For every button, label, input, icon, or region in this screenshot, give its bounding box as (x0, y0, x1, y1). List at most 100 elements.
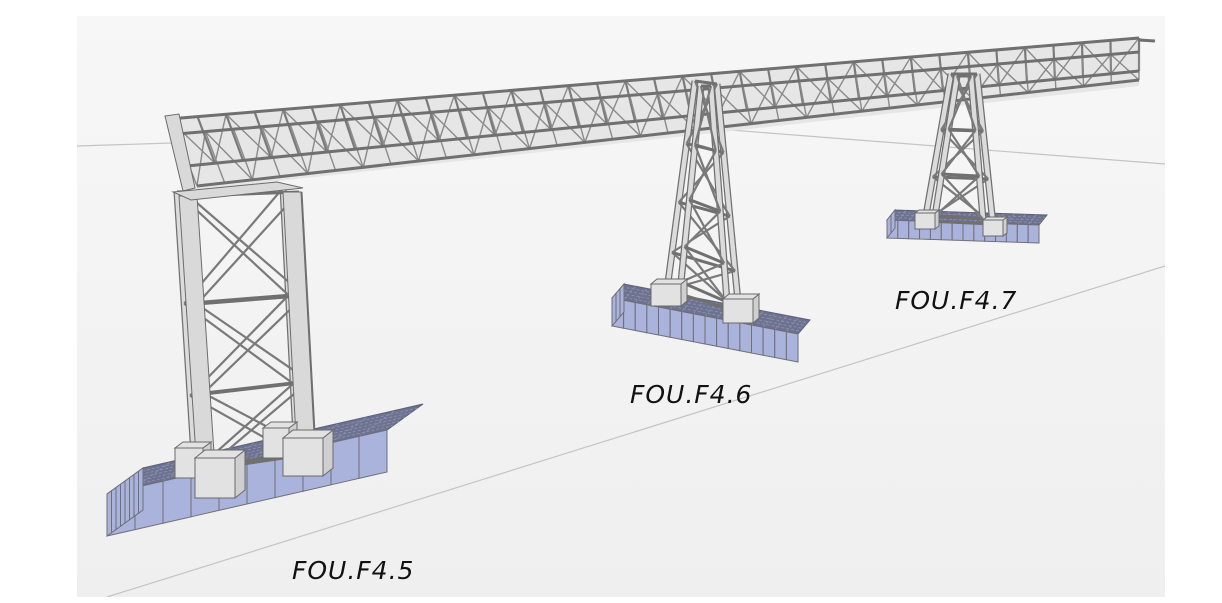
truss-body (169, 38, 1139, 190)
truss-vertical-inner (232, 128, 254, 181)
ground-line-front (106, 265, 1165, 597)
tower-x-brace (683, 246, 728, 303)
pedestal-top (261, 421, 299, 429)
foundation-block (890, 208, 896, 235)
truss-diagonal (1024, 47, 1056, 80)
tower-x-brace (688, 150, 717, 201)
model-viewport[interactable]: FOU.F4.5 FOU.F4.6 FOU.F4.7 (77, 16, 1165, 597)
truss-vertical-inner (204, 131, 226, 184)
truss-vertical-inner (544, 102, 558, 146)
truss-vertical (196, 116, 217, 164)
truss-diagonal (567, 85, 608, 125)
truss-diagonal (827, 78, 863, 112)
foundation-block (133, 470, 139, 518)
pedestal (282, 437, 324, 477)
foundation-block (886, 213, 892, 240)
truss-diagonal (1083, 53, 1112, 87)
foundation-grid (112, 425, 394, 491)
truss-vertical-inner (911, 71, 919, 106)
truss-diagonal (307, 121, 320, 174)
tower-x-brace (947, 75, 973, 130)
foundation-block (330, 435, 360, 486)
truss-diagonal (487, 106, 530, 150)
truss-diagonal (417, 112, 433, 162)
tower-horizontal (694, 79, 718, 86)
foundation-grid (1006, 213, 1015, 225)
tower-leg-face (968, 75, 986, 220)
truss-vertical (367, 101, 385, 147)
truss-vertical-inner (317, 121, 337, 171)
truss-vertical-inner (1053, 59, 1057, 90)
foundation-grid (762, 312, 776, 328)
structure-scene (77, 36, 1165, 597)
truss-diagonal (739, 70, 776, 108)
foundation-block (1016, 223, 1029, 244)
foundation-block (751, 324, 764, 356)
truss-diagonal (382, 99, 398, 147)
truss-diagonal (662, 75, 684, 119)
tower-cap-plate (171, 181, 304, 201)
foundation-block (358, 429, 388, 480)
tower-x-brace (680, 262, 725, 284)
truss-vertical-inner (374, 116, 392, 165)
foundation-block (669, 308, 683, 341)
foundation-grid (786, 317, 799, 333)
foundation-grid (118, 420, 400, 486)
tower-horizontal (694, 143, 717, 153)
truss-vertical-inner (1110, 54, 1112, 84)
foundation-block (124, 476, 130, 524)
truss-diagonal (910, 56, 944, 92)
tower-leg-face (714, 83, 742, 313)
tower-x-brace (947, 128, 981, 177)
foundation-block (115, 483, 121, 531)
truss-diagonal (998, 47, 1026, 86)
foundation-block (1027, 224, 1040, 244)
pedestal-top (649, 278, 689, 285)
truss-diagonal (770, 82, 808, 118)
truss-diagonal (339, 104, 384, 147)
tower-leg-face (922, 73, 954, 222)
foundation-label-f4-7: FOU.F4.7 (895, 286, 1018, 315)
truss-diagonal (805, 78, 829, 118)
tower-x-brace (940, 129, 977, 175)
tower-x-brace (188, 195, 306, 297)
truss-diagonal (204, 131, 253, 181)
tower-x-brace (940, 173, 984, 220)
truss-vertical-inner (600, 97, 614, 140)
tower-horizontal (948, 127, 976, 132)
truss-diagonal (251, 126, 263, 180)
foundation-block (704, 315, 718, 347)
truss-diagonal (584, 97, 603, 143)
truss-diagonal (510, 89, 552, 131)
truss-diagonal (438, 94, 455, 142)
truss-diagonal (473, 107, 489, 156)
tower-horizontal (203, 379, 310, 395)
truss-vertical (567, 85, 581, 128)
foundation-grid (774, 315, 788, 330)
truss-end-stub (1138, 38, 1156, 43)
truss-chord (176, 50, 1140, 136)
tower-horizontal (934, 214, 984, 221)
truss-diagonal (225, 113, 272, 159)
truss-vertical-inner (883, 73, 891, 109)
tower-x-brace (688, 199, 726, 264)
foundation-block (615, 287, 621, 323)
truss-diagonal (967, 51, 1000, 86)
tower-horizontal (680, 280, 728, 304)
truss-vertical (225, 113, 245, 161)
truss-vertical (510, 90, 525, 133)
truss-diagonal (1054, 42, 1083, 80)
truss-diagonal (431, 111, 475, 156)
truss-diagonal (774, 66, 798, 108)
truss-diagonal (861, 73, 885, 112)
foundation-label-f4-5: FOU.F4.5 (292, 556, 415, 585)
pedestal-top (721, 293, 761, 300)
truss-vertical (624, 80, 637, 122)
truss-vertical-inner (1081, 56, 1085, 87)
truss-vertical (538, 87, 553, 130)
truss-diagonal (1027, 58, 1055, 93)
truss-diagonal (600, 97, 641, 137)
truss-vertical (595, 83, 609, 125)
truss-diagonal (1053, 58, 1085, 87)
truss-diagonal (550, 85, 570, 130)
